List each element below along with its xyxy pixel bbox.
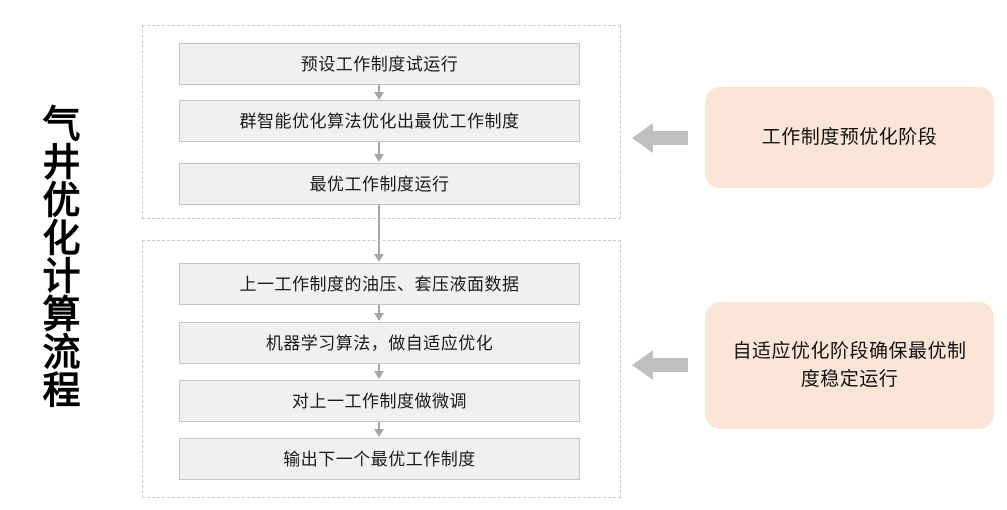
block-arrow-shaft — [652, 131, 688, 145]
process-box[interactable]: 对上一工作制度做微调 — [179, 380, 580, 422]
process-box[interactable]: 输出下一个最优工作制度 — [179, 438, 580, 480]
connector-arrow-down-icon — [374, 142, 384, 162]
block-arrow-shaft — [652, 358, 688, 372]
stage-callout-adaptive-optimization[interactable]: 自适应优化阶段确保最优制度稳定运行 — [705, 302, 994, 429]
page-title: 气井优化计算流程 — [36, 104, 78, 408]
process-box[interactable]: 群智能优化算法优化出最优工作制度 — [179, 100, 580, 142]
block-arrow-head — [632, 350, 653, 380]
block-arrow-left-icon — [632, 123, 688, 153]
process-box[interactable]: 预设工作制度试运行 — [179, 43, 580, 85]
connector-arrow-down-icon — [374, 85, 384, 100]
connector-arrow-down-icon — [374, 422, 384, 437]
process-box[interactable]: 上一工作制度的油压、套压液面数据 — [179, 263, 580, 305]
process-box[interactable]: 机器学习算法，做自适应优化 — [179, 322, 580, 364]
stage-group-pre-optimization — [142, 25, 621, 219]
process-box[interactable]: 最优工作制度运行 — [179, 163, 580, 205]
connector-arrow-down-icon — [374, 205, 384, 262]
block-arrow-left-icon — [632, 350, 688, 380]
connector-arrow-down-icon — [374, 364, 384, 379]
connector-arrow-down-icon — [374, 305, 384, 321]
block-arrow-head — [632, 123, 653, 153]
stage-group-adaptive-optimization — [142, 240, 621, 498]
stage-callout-pre-optimization[interactable]: 工作制度预优化阶段 — [705, 87, 994, 188]
